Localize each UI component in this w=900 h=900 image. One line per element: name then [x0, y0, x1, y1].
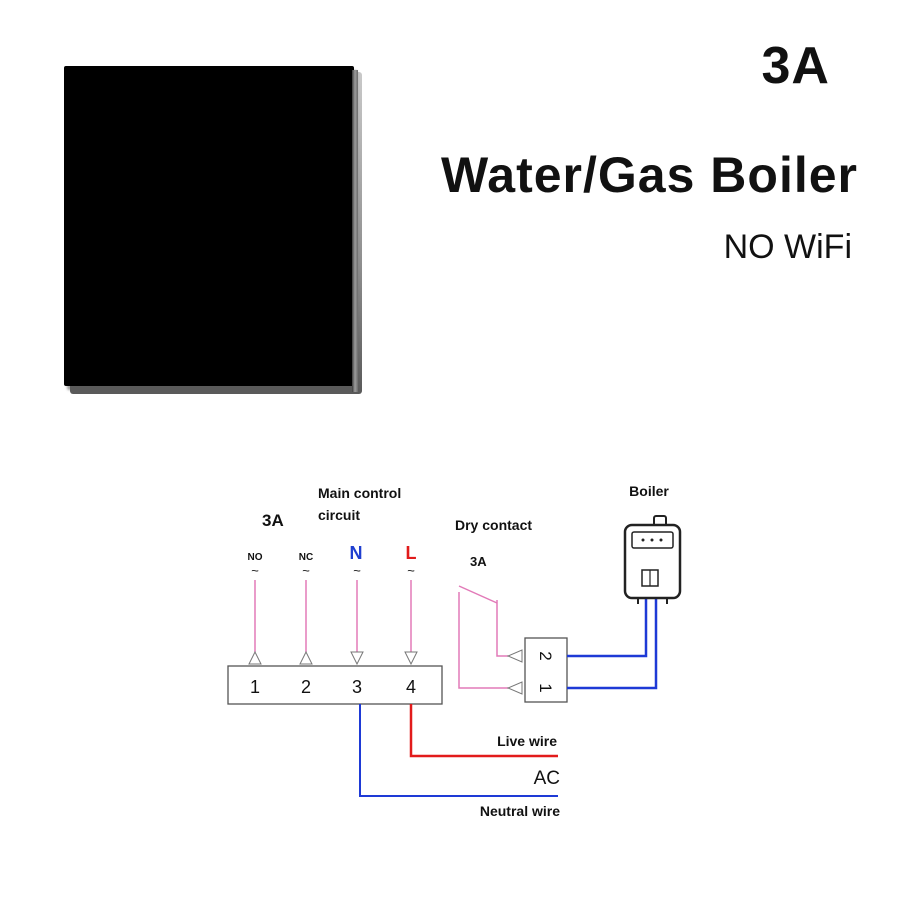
dry-contact-rating: 3A — [470, 554, 487, 569]
boiler-dot-1 — [641, 538, 645, 542]
live-wire-label: Live wire — [497, 733, 557, 749]
switch-panel-glass — [64, 66, 354, 386]
dry-contact-wire-2 — [496, 600, 508, 657]
contact-arrow-2 — [506, 649, 523, 663]
product-subtitle: NO WiFi — [723, 228, 852, 266]
boiler-wire-2 — [567, 598, 648, 658]
neutral-wire-line — [359, 704, 558, 797]
terminal-block — [227, 665, 443, 705]
dry-contact-wire-1 — [458, 592, 508, 689]
diagram-rating: 3A — [262, 511, 284, 530]
dry-contact-switch-arm — [458, 585, 498, 604]
terminal-arrow-2 — [299, 650, 313, 665]
tilde-1: ~ — [251, 563, 259, 578]
product-title: Water/Gas Boiler — [440, 147, 858, 203]
switch-panel-edge — [352, 70, 358, 392]
terminal-label-l: L — [406, 543, 417, 563]
terminal-label-n: N — [350, 543, 363, 563]
terminal-label-no: NO — [248, 552, 263, 563]
product-rating: 3A — [761, 37, 830, 95]
terminal-arrow-3 — [350, 651, 364, 666]
neutral-wire-label: Neutral wire — [480, 803, 560, 819]
tilde-2: ~ — [302, 563, 310, 578]
terminal-label-nc: NC — [299, 552, 313, 563]
contact-number-1: 1 — [536, 683, 555, 692]
tilde-3: ~ — [353, 563, 361, 578]
terminal-number-2: 2 — [301, 677, 311, 697]
ac-label: AC — [534, 768, 560, 789]
contact-block — [524, 637, 568, 703]
boiler-wire-1 — [567, 598, 658, 690]
main-control-label-1: Main control — [318, 485, 401, 501]
boiler-label: Boiler — [629, 483, 669, 499]
main-control-label-2: circuit — [318, 507, 360, 523]
contact-arrow-1 — [506, 681, 523, 695]
terminal-number-3: 3 — [352, 677, 362, 697]
terminal-arrow-4 — [404, 651, 418, 666]
contact-number-2: 2 — [536, 651, 555, 660]
live-wire-line — [409, 704, 558, 758]
dry-contact-label: Dry contact — [455, 517, 532, 533]
terminal-number-4: 4 — [406, 677, 416, 697]
boiler-dot-3 — [659, 538, 663, 542]
tilde-4: ~ — [407, 563, 415, 578]
terminal-arrow-1 — [248, 650, 262, 665]
terminal-number-1: 1 — [250, 677, 260, 697]
boiler-dot-2 — [650, 538, 654, 542]
